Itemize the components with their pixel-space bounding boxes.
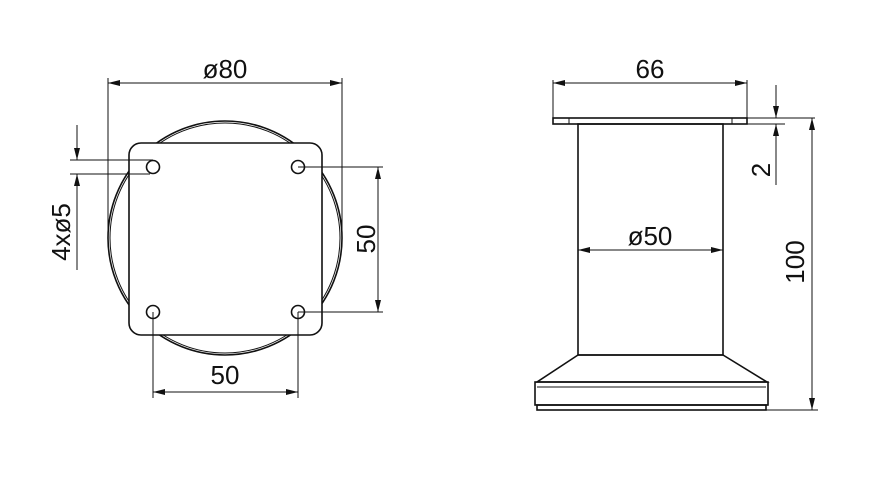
side-view: 66 ø50 2 100	[534, 54, 818, 411]
dimension-diameter-80: ø80	[107, 54, 343, 238]
dimension-hole-spacing-horizontal: 50	[152, 312, 299, 398]
base-circle-inner	[109, 122, 341, 354]
top-plate	[552, 117, 748, 125]
holes-label: 4xø5	[46, 203, 76, 261]
base-ring	[534, 381, 769, 406]
top-view: ø80 4xø5 50 50	[46, 54, 383, 398]
plate-thickness-label: 2	[746, 163, 776, 177]
dimension-plate-width: 66	[552, 54, 748, 118]
dimension-height: 100	[766, 118, 818, 411]
base-flare	[534, 354, 770, 383]
dimension-plate-thickness: 2	[723, 85, 815, 185]
dimension-hole-spacing-vertical: 50	[298, 166, 383, 313]
outer-diameter-label: ø80	[203, 54, 248, 84]
column-diameter-label: ø50	[628, 221, 673, 251]
hole-spacing-horizontal-label: 50	[211, 360, 240, 390]
dimension-holes: 4xø5	[46, 125, 153, 270]
hole-spacing-vertical-label: 50	[351, 225, 381, 254]
base-foot	[536, 404, 767, 411]
height-label: 100	[780, 240, 810, 283]
dimension-column-diameter: ø50	[578, 221, 723, 253]
mounting-plate	[128, 142, 323, 336]
plate-width-label: 66	[636, 54, 665, 84]
